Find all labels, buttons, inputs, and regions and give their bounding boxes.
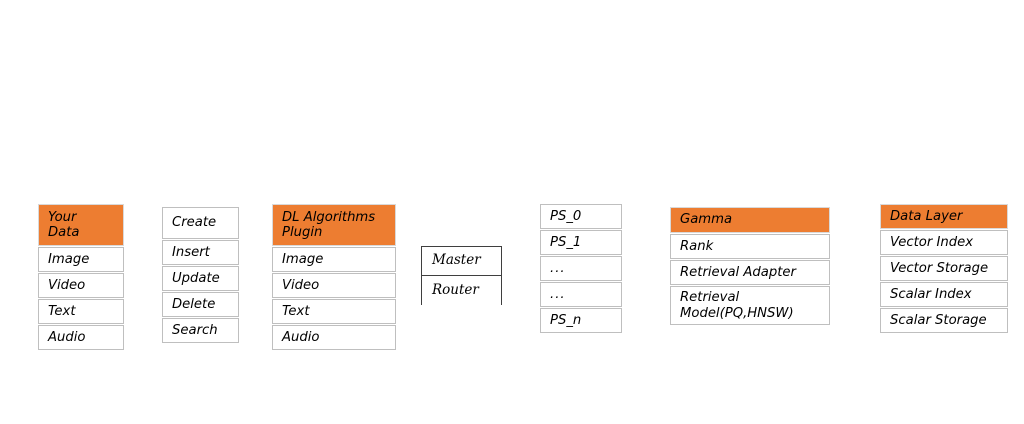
list-item: Retrieval Model(PQ,HNSW) xyxy=(670,286,830,325)
column-your-data: Your Data Image Video Text Audio xyxy=(38,204,124,350)
list-item-router: Router xyxy=(422,276,501,305)
column-header-dl-algorithms-plugin: DL Algorithms Plugin xyxy=(272,204,396,246)
list-item: Video xyxy=(38,273,124,298)
list-item: Rank xyxy=(670,234,830,259)
list-item: Text xyxy=(272,299,396,324)
column-header-your-data: Your Data xyxy=(38,204,124,246)
column-operations: Create Insert Update Delete Search xyxy=(162,207,239,343)
column-ps-nodes: PS_0 PS_1 ... ... PS_n xyxy=(540,204,622,333)
list-item: Create xyxy=(162,207,239,239)
list-item: Scalar Storage xyxy=(880,308,1008,333)
list-item: PS_n xyxy=(540,308,622,333)
list-item: Vector Index xyxy=(880,230,1008,255)
list-item: Vector Storage xyxy=(880,256,1008,281)
list-item: Image xyxy=(38,247,124,272)
list-item: Video xyxy=(272,273,396,298)
list-item: Update xyxy=(162,266,239,291)
list-item: Insert xyxy=(162,240,239,265)
column-gamma: Gamma Rank Retrieval Adapter Retrieval M… xyxy=(670,207,830,325)
list-item: PS_1 xyxy=(540,230,622,255)
list-item-master: Master xyxy=(422,247,501,276)
column-master-router: Master Router xyxy=(421,246,502,305)
column-dl-algorithms-plugin: DL Algorithms Plugin Image Video Text Au… xyxy=(272,204,396,350)
column-header-data-layer: Data Layer xyxy=(880,204,1008,229)
list-item: Delete xyxy=(162,292,239,317)
list-item: Text xyxy=(38,299,124,324)
list-item: Search xyxy=(162,318,239,343)
list-item: Audio xyxy=(38,325,124,350)
list-item: Image xyxy=(272,247,396,272)
list-item-ellipsis: ... xyxy=(540,256,622,281)
list-item: Scalar Index xyxy=(880,282,1008,307)
column-header-gamma: Gamma xyxy=(670,207,830,233)
column-data-layer: Data Layer Vector Index Vector Storage S… xyxy=(880,204,1008,333)
list-item: PS_0 xyxy=(540,204,622,229)
list-item-ellipsis: ... xyxy=(540,282,622,307)
list-item: Audio xyxy=(272,325,396,350)
list-item: Retrieval Adapter xyxy=(670,260,830,285)
